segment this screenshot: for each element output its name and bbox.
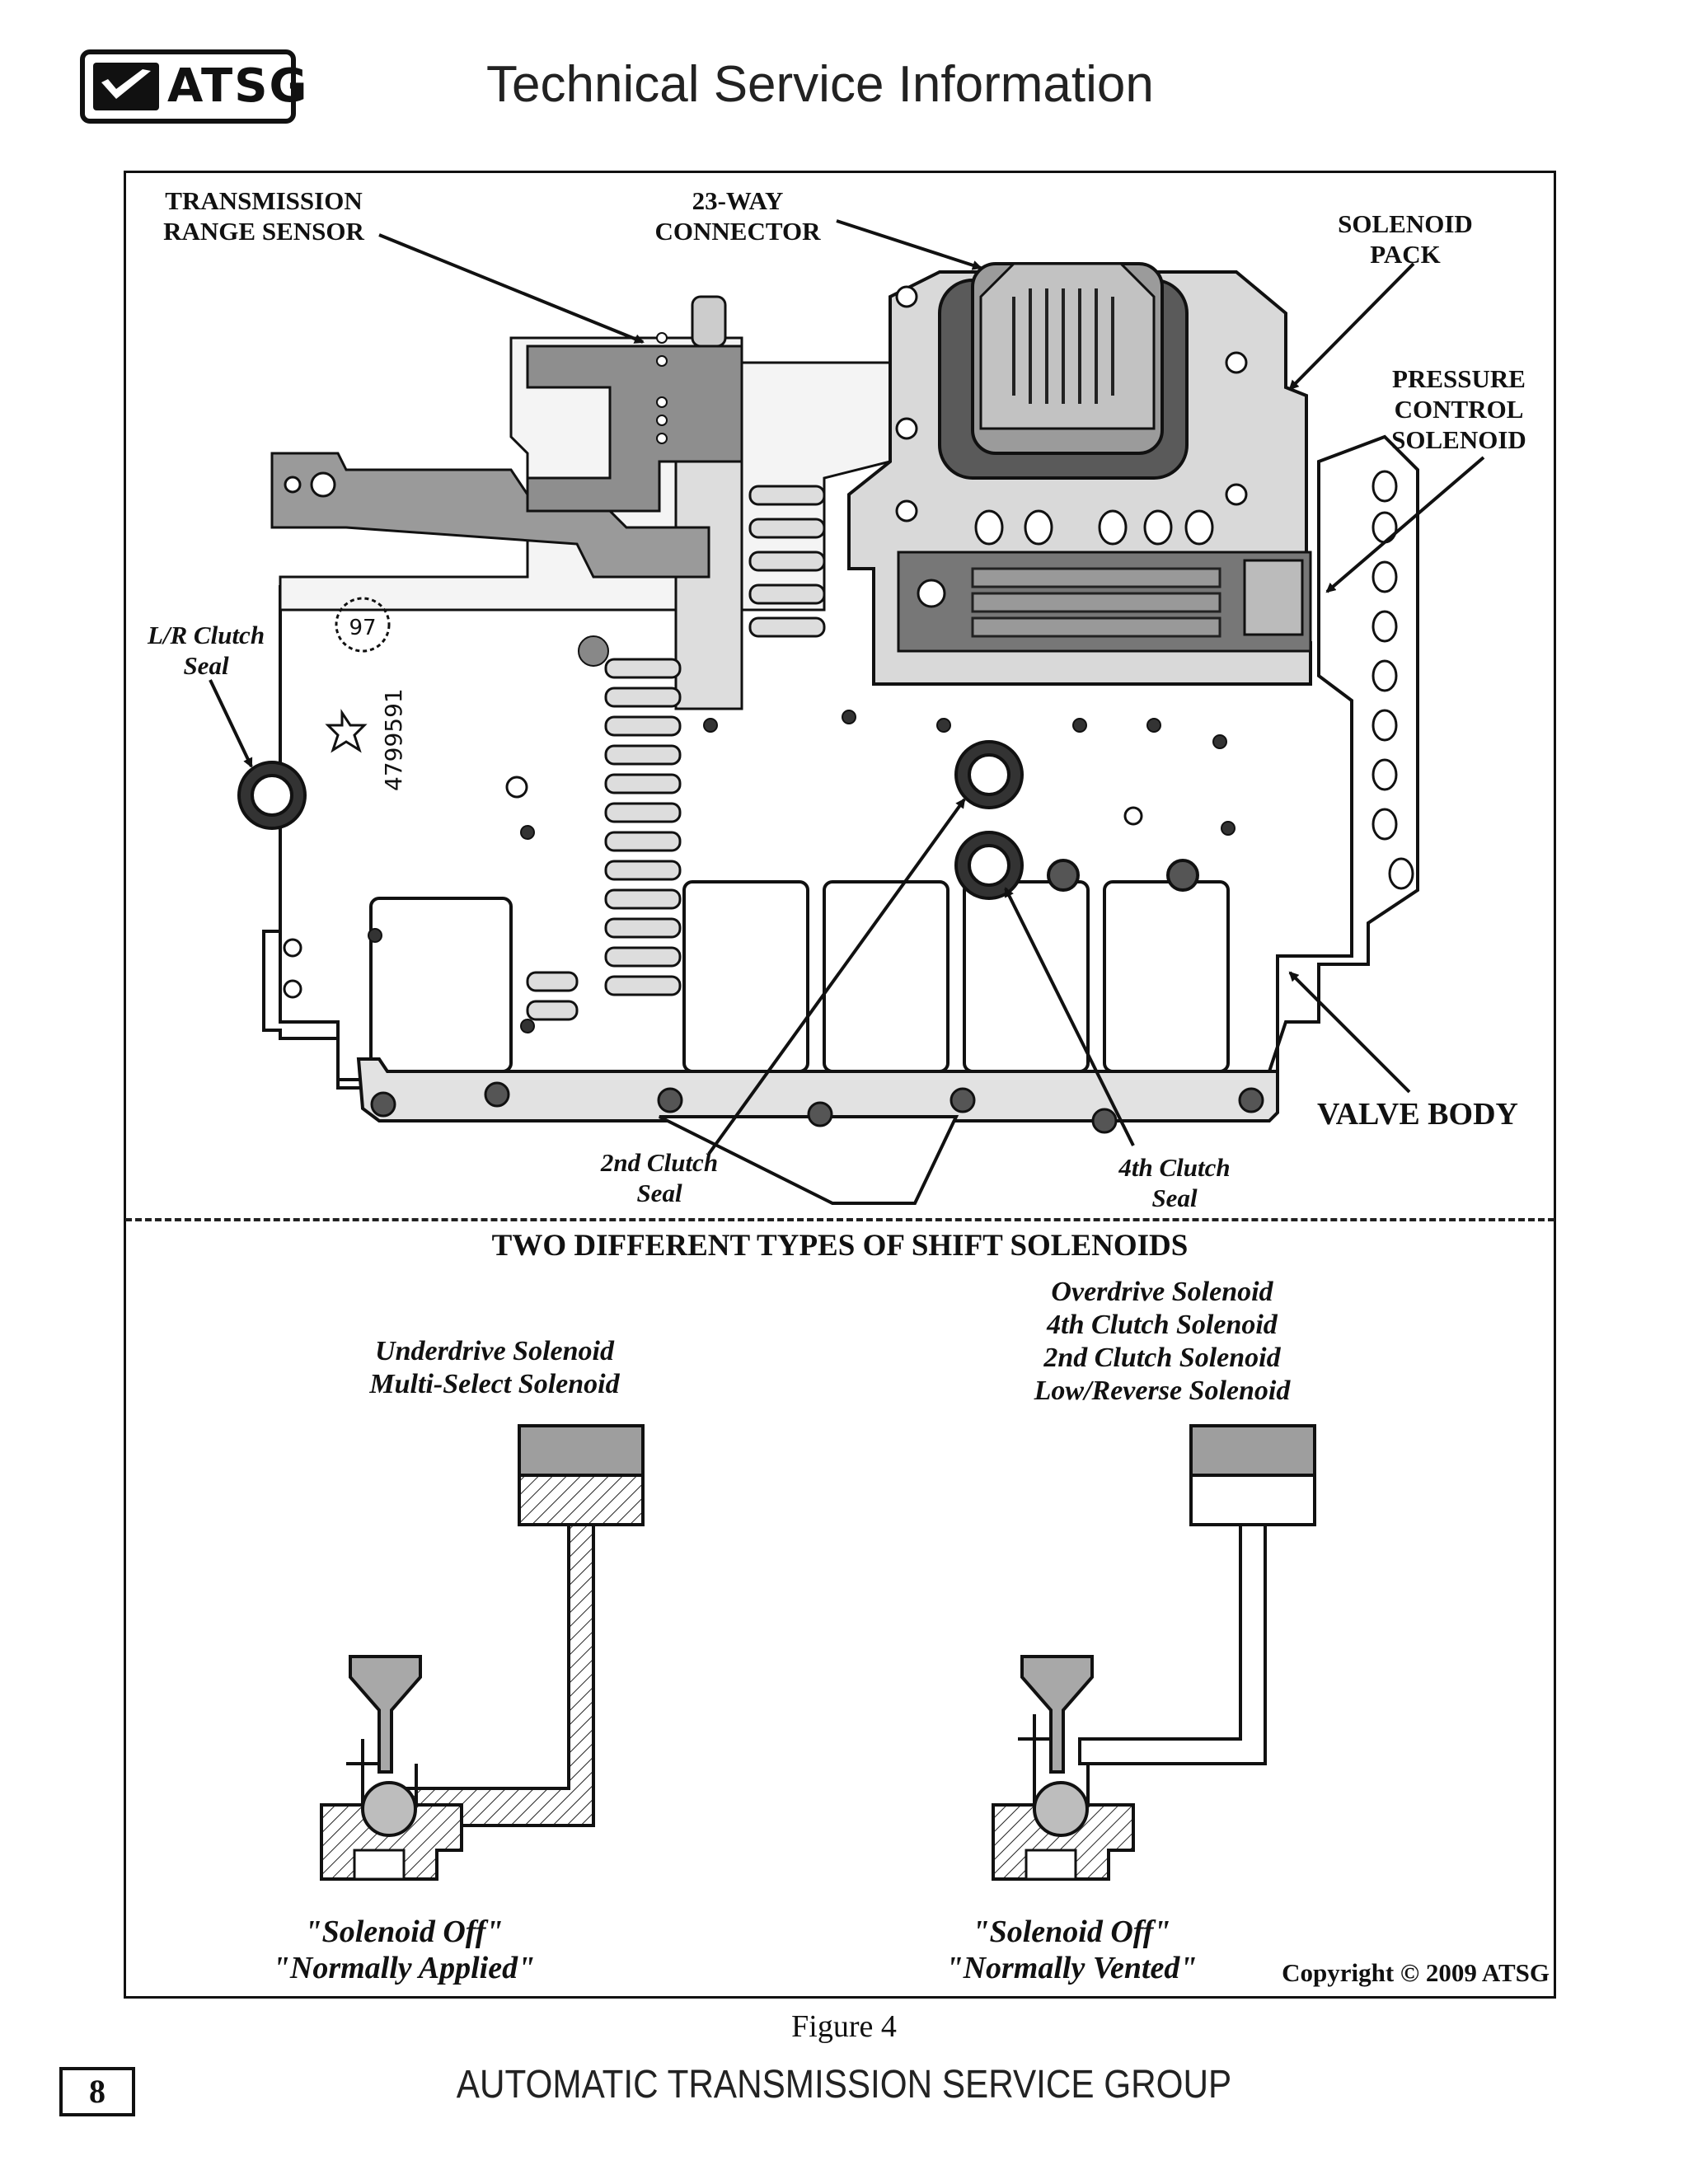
solenoid-coil-icon (518, 1424, 645, 1477)
right-solenoid-state: "Solenoid Off" "Normally Vented" (945, 1915, 1198, 1985)
label-transmission-range-sensor: TRANSMISSION RANGE SENSOR (163, 186, 364, 246)
checkmark-logo-icon (93, 63, 159, 110)
shift-solenoids (369, 880, 1230, 1073)
section-divider (125, 1218, 1554, 1221)
figure-frame (124, 171, 1556, 1999)
plate-bolts (368, 635, 1236, 1033)
label-23-way-connector: 23-WAY CONNECTOR (654, 186, 821, 246)
solenoid-coil-icon (1189, 1424, 1316, 1477)
copyright-notice: Copyright © 2009 ATSG (1282, 1958, 1550, 1987)
solenoid-types-heading: TWO DIFFERENT TYPES OF SHIFT SOLENOIDS (491, 1229, 1189, 1263)
clutch-seals (237, 740, 1199, 900)
star-icon (325, 709, 368, 753)
label-valve-body: VALVE BODY (1317, 1097, 1518, 1132)
label-2nd-clutch-seal: 2nd Clutch Seal (600, 1148, 719, 1207)
separator-plate (1372, 470, 1414, 890)
logo-text: ATSG (167, 59, 309, 113)
check-ball-icon (361, 1781, 417, 1837)
solenoid-pack (847, 262, 1312, 686)
page-number: 8 (59, 2067, 135, 2116)
normally-applied-schematic (320, 1424, 645, 1881)
figure-caption: Figure 4 (791, 2009, 897, 2044)
callout-arrows (209, 219, 1485, 1155)
right-solenoid-names: Overdrive Solenoid 4th Clutch Solenoid 2… (1034, 1277, 1291, 1406)
check-ball-icon (1033, 1781, 1089, 1837)
label-solenoid-pack: SOLENOID PACK (1338, 209, 1473, 269)
page-title: Technical Service Information (486, 56, 1154, 113)
stamp-mark: 97 (325, 597, 391, 753)
label-lr-clutch-seal: L/R Clutch Seal (147, 621, 265, 680)
footer-title: AUTOMATIC TRANSMISSION SERVICE GROUP (456, 2063, 1232, 2107)
left-solenoid-state: "Solenoid Off" "Normally Applied" (272, 1915, 536, 1985)
bottom-rail (356, 1057, 1279, 1205)
label-pressure-control-solenoid: PRESSURE CONTROL SOLENOID (1391, 364, 1526, 454)
range-sensor (270, 295, 743, 579)
atsg-logo: ATSG (80, 49, 307, 124)
normally-vented-schematic (992, 1424, 1316, 1881)
label-4th-clutch-seal: 4th Clutch Seal (1118, 1153, 1231, 1212)
stamp-mark-text: 97 (349, 616, 376, 640)
valve-springs (526, 485, 826, 1021)
part-number: 4799591 (380, 688, 407, 791)
left-solenoid-names: Underdrive Solenoid Multi-Select Solenoi… (369, 1336, 620, 1399)
